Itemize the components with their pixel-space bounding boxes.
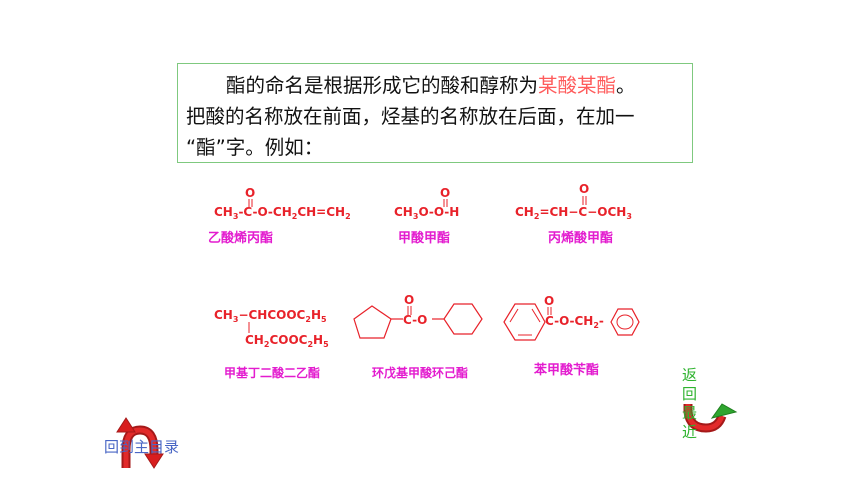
ex2-name: 甲酸甲酯 bbox=[398, 230, 450, 246]
home-link[interactable]: 回到主目录 bbox=[104, 438, 180, 456]
example-allyl-acetate: O CH3-C-O-CH2CH=CH2 乙酸烯丙酯 bbox=[208, 186, 351, 246]
ex4-formula-line1: CH3−CHCOOC2H5 bbox=[214, 308, 327, 324]
example-methyl-acrylate: O CH2=CH−C−OCH3 丙烯酸甲酯 bbox=[515, 182, 632, 246]
ex5-name: 环戊基甲酸环己酯 bbox=[372, 365, 468, 380]
ex1-formula: CH3-C-O-CH2CH=CH2 bbox=[214, 205, 351, 221]
intro-line-1: 酯的命名是根据形成它的酸和醇称为某酸某酯。 bbox=[226, 74, 636, 97]
intro-line-3: “酯”字。例如： bbox=[186, 136, 324, 159]
back-link-char-3: 最 bbox=[682, 404, 698, 422]
benzene-ring-2 bbox=[610, 308, 640, 336]
ex3-top-atom: O bbox=[579, 182, 589, 196]
example-methyl-formate: O CH3O-O-H 甲酸甲酯 bbox=[394, 186, 459, 246]
ex1-top-atom: O bbox=[245, 186, 255, 200]
highlight-text: 某酸某酯 bbox=[538, 74, 617, 97]
ex1-name: 乙酸烯丙酯 bbox=[208, 230, 273, 246]
back-link[interactable]: 返 回 最 近 bbox=[682, 366, 702, 442]
back-link-char-4: 近 bbox=[682, 423, 698, 441]
home-u-turn-arrow-icon[interactable] bbox=[116, 417, 164, 469]
intro-line-2: 把酸的名称放在前面，烃基的名称放在后面，在加一 bbox=[186, 105, 635, 128]
ex4-formula-line2: CH2COOC2H5 bbox=[245, 333, 329, 349]
ex6-formula: C-O-CH2- bbox=[545, 314, 604, 330]
back-turn-arrow-icon[interactable] bbox=[683, 403, 738, 433]
ex6-top-atom: O bbox=[544, 294, 554, 308]
example-benzyl-benzoate: O C-O-CH2- 苯甲酸苄酯 bbox=[503, 294, 640, 378]
ex5-top-atom: O bbox=[404, 293, 414, 307]
ex5-formula: C-O bbox=[403, 313, 427, 327]
ex2-formula: CH3O-O-H bbox=[394, 205, 459, 221]
ex4-name: 甲基丁二酸二乙酯 bbox=[224, 365, 320, 380]
cyclohexane-ring bbox=[443, 303, 483, 335]
ex3-name: 丙烯酸甲酯 bbox=[548, 230, 613, 246]
intro-textbox: 酯的命名是根据形成它的酸和醇称为某酸某酯。 把酸的名称放在前面，烃基的名称放在后… bbox=[177, 63, 693, 163]
ex3-formula: CH2=CH−C−OCH3 bbox=[515, 205, 632, 221]
cyclopentane-ring bbox=[353, 305, 392, 339]
back-link-char-2: 回 bbox=[682, 385, 698, 403]
back-link-char-1: 返 bbox=[682, 366, 698, 384]
ex6-name: 苯甲酸苄酯 bbox=[533, 362, 599, 378]
benzene-ring-1 bbox=[503, 303, 546, 341]
ex2-top-atom: O bbox=[440, 186, 450, 200]
example-cyclohexyl-cyclopentanecarboxylate: O C-O 环戊基甲酸环己酯 bbox=[353, 293, 483, 380]
example-diethyl-methylsuccinate: CH3−CHCOOC2H5 CH2COOC2H5 甲基丁二酸二乙酯 bbox=[214, 308, 329, 380]
